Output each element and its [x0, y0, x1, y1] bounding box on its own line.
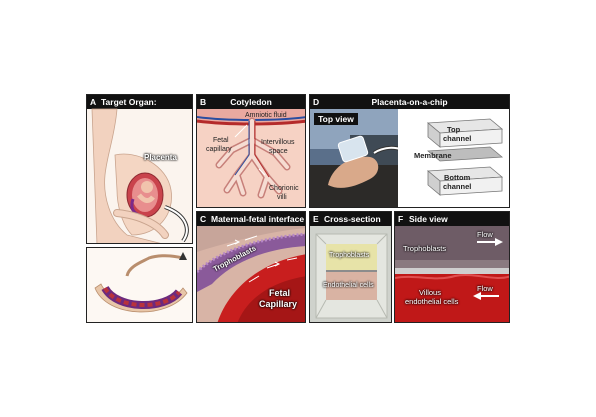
- panel-e-letter: E: [313, 214, 319, 224]
- bottom-channel-label-1: Bottom: [444, 173, 471, 182]
- villous-label-2: endothelial cells: [405, 297, 459, 306]
- flow-top-label: Flow: [477, 230, 493, 239]
- panel-d: D Placenta-on-a-chip Top view Top channe…: [309, 94, 510, 208]
- intervillous-label-2: space: [269, 148, 288, 155]
- amniotic-fluid-label: Amniotic fluid: [245, 112, 287, 119]
- panel-d-title: Placenta-on-a-chip: [371, 97, 448, 107]
- panel-f-title: Side view: [409, 214, 448, 224]
- panel-b-header: B Cotyledon: [197, 95, 305, 109]
- maternal-fetal-interface-illustration: [197, 226, 305, 322]
- fetal-capillary-label-c2: Capillary: [259, 299, 298, 309]
- chorionic-villi-label-2: villi: [277, 194, 287, 201]
- panel-c-title: Maternal-fetal interface: [211, 214, 305, 224]
- panel-f-letter: F: [398, 214, 404, 224]
- cotyledon-illustration: [197, 109, 305, 207]
- panel-c-letter: C: [200, 214, 207, 224]
- top-view-badge: Top view: [314, 113, 358, 125]
- chip-photo-and-schematic: [310, 109, 509, 207]
- placenta-detail-illustration: [87, 248, 192, 322]
- panel-c: C Maternal-fetal interface Trophoblasts …: [196, 211, 306, 323]
- panel-f-header: F Side view: [395, 212, 509, 226]
- panel-c-header: C Maternal-fetal interface: [197, 212, 305, 226]
- panel-d-letter: D: [313, 97, 320, 107]
- cross-section-illustration: [310, 226, 391, 322]
- panel-e-header: E Cross-section: [310, 212, 391, 226]
- side-view-illustration: [395, 226, 509, 322]
- panel-b-letter: B: [200, 97, 207, 107]
- panel-a-letter: A: [90, 97, 97, 107]
- trophoblasts-label-e: Trophoblasts: [329, 252, 370, 259]
- top-channel-label-2: channel: [443, 134, 472, 143]
- panel-d-header: D Placenta-on-a-chip: [310, 95, 509, 109]
- endothelial-cells-label-e: Endothelial cells: [323, 282, 374, 289]
- panel-e: E Cross-section Trophoblasts Endothelial…: [309, 211, 392, 323]
- panel-f: F Side view Trophoblasts Flow Villous en…: [394, 211, 510, 323]
- intervillous-label-1: Intervillous: [261, 139, 295, 146]
- pregnant-body-illustration: [87, 108, 192, 243]
- fetal-capillary-label-c1: Fetal: [269, 288, 291, 298]
- chorionic-villi-label-1: Chorionic: [269, 185, 299, 192]
- panel-b-title: Cotyledon: [230, 97, 272, 107]
- panel-a: A Target Organ: Placenta Placenta: [86, 94, 193, 244]
- fetal-capillary-label-2: capillary: [206, 146, 232, 153]
- bottom-channel-label-2: channel: [443, 182, 472, 191]
- top-channel-label-1: Top: [447, 125, 461, 134]
- fetal-capillary-label-1: Fetal: [213, 137, 229, 144]
- panel-a-detail: [86, 247, 193, 323]
- trophoblasts-label-f: Trophoblasts: [403, 244, 447, 253]
- membrane-label: Membrane: [414, 151, 452, 160]
- villous-label-1: Villous: [419, 288, 441, 297]
- flow-bottom-label: Flow: [477, 284, 493, 293]
- placenta-label: Placenta: [144, 153, 177, 162]
- panel-e-title: Cross-section: [324, 214, 381, 224]
- panel-b: B Cotyledon Amniotic fluid Fetal capilla…: [196, 94, 306, 208]
